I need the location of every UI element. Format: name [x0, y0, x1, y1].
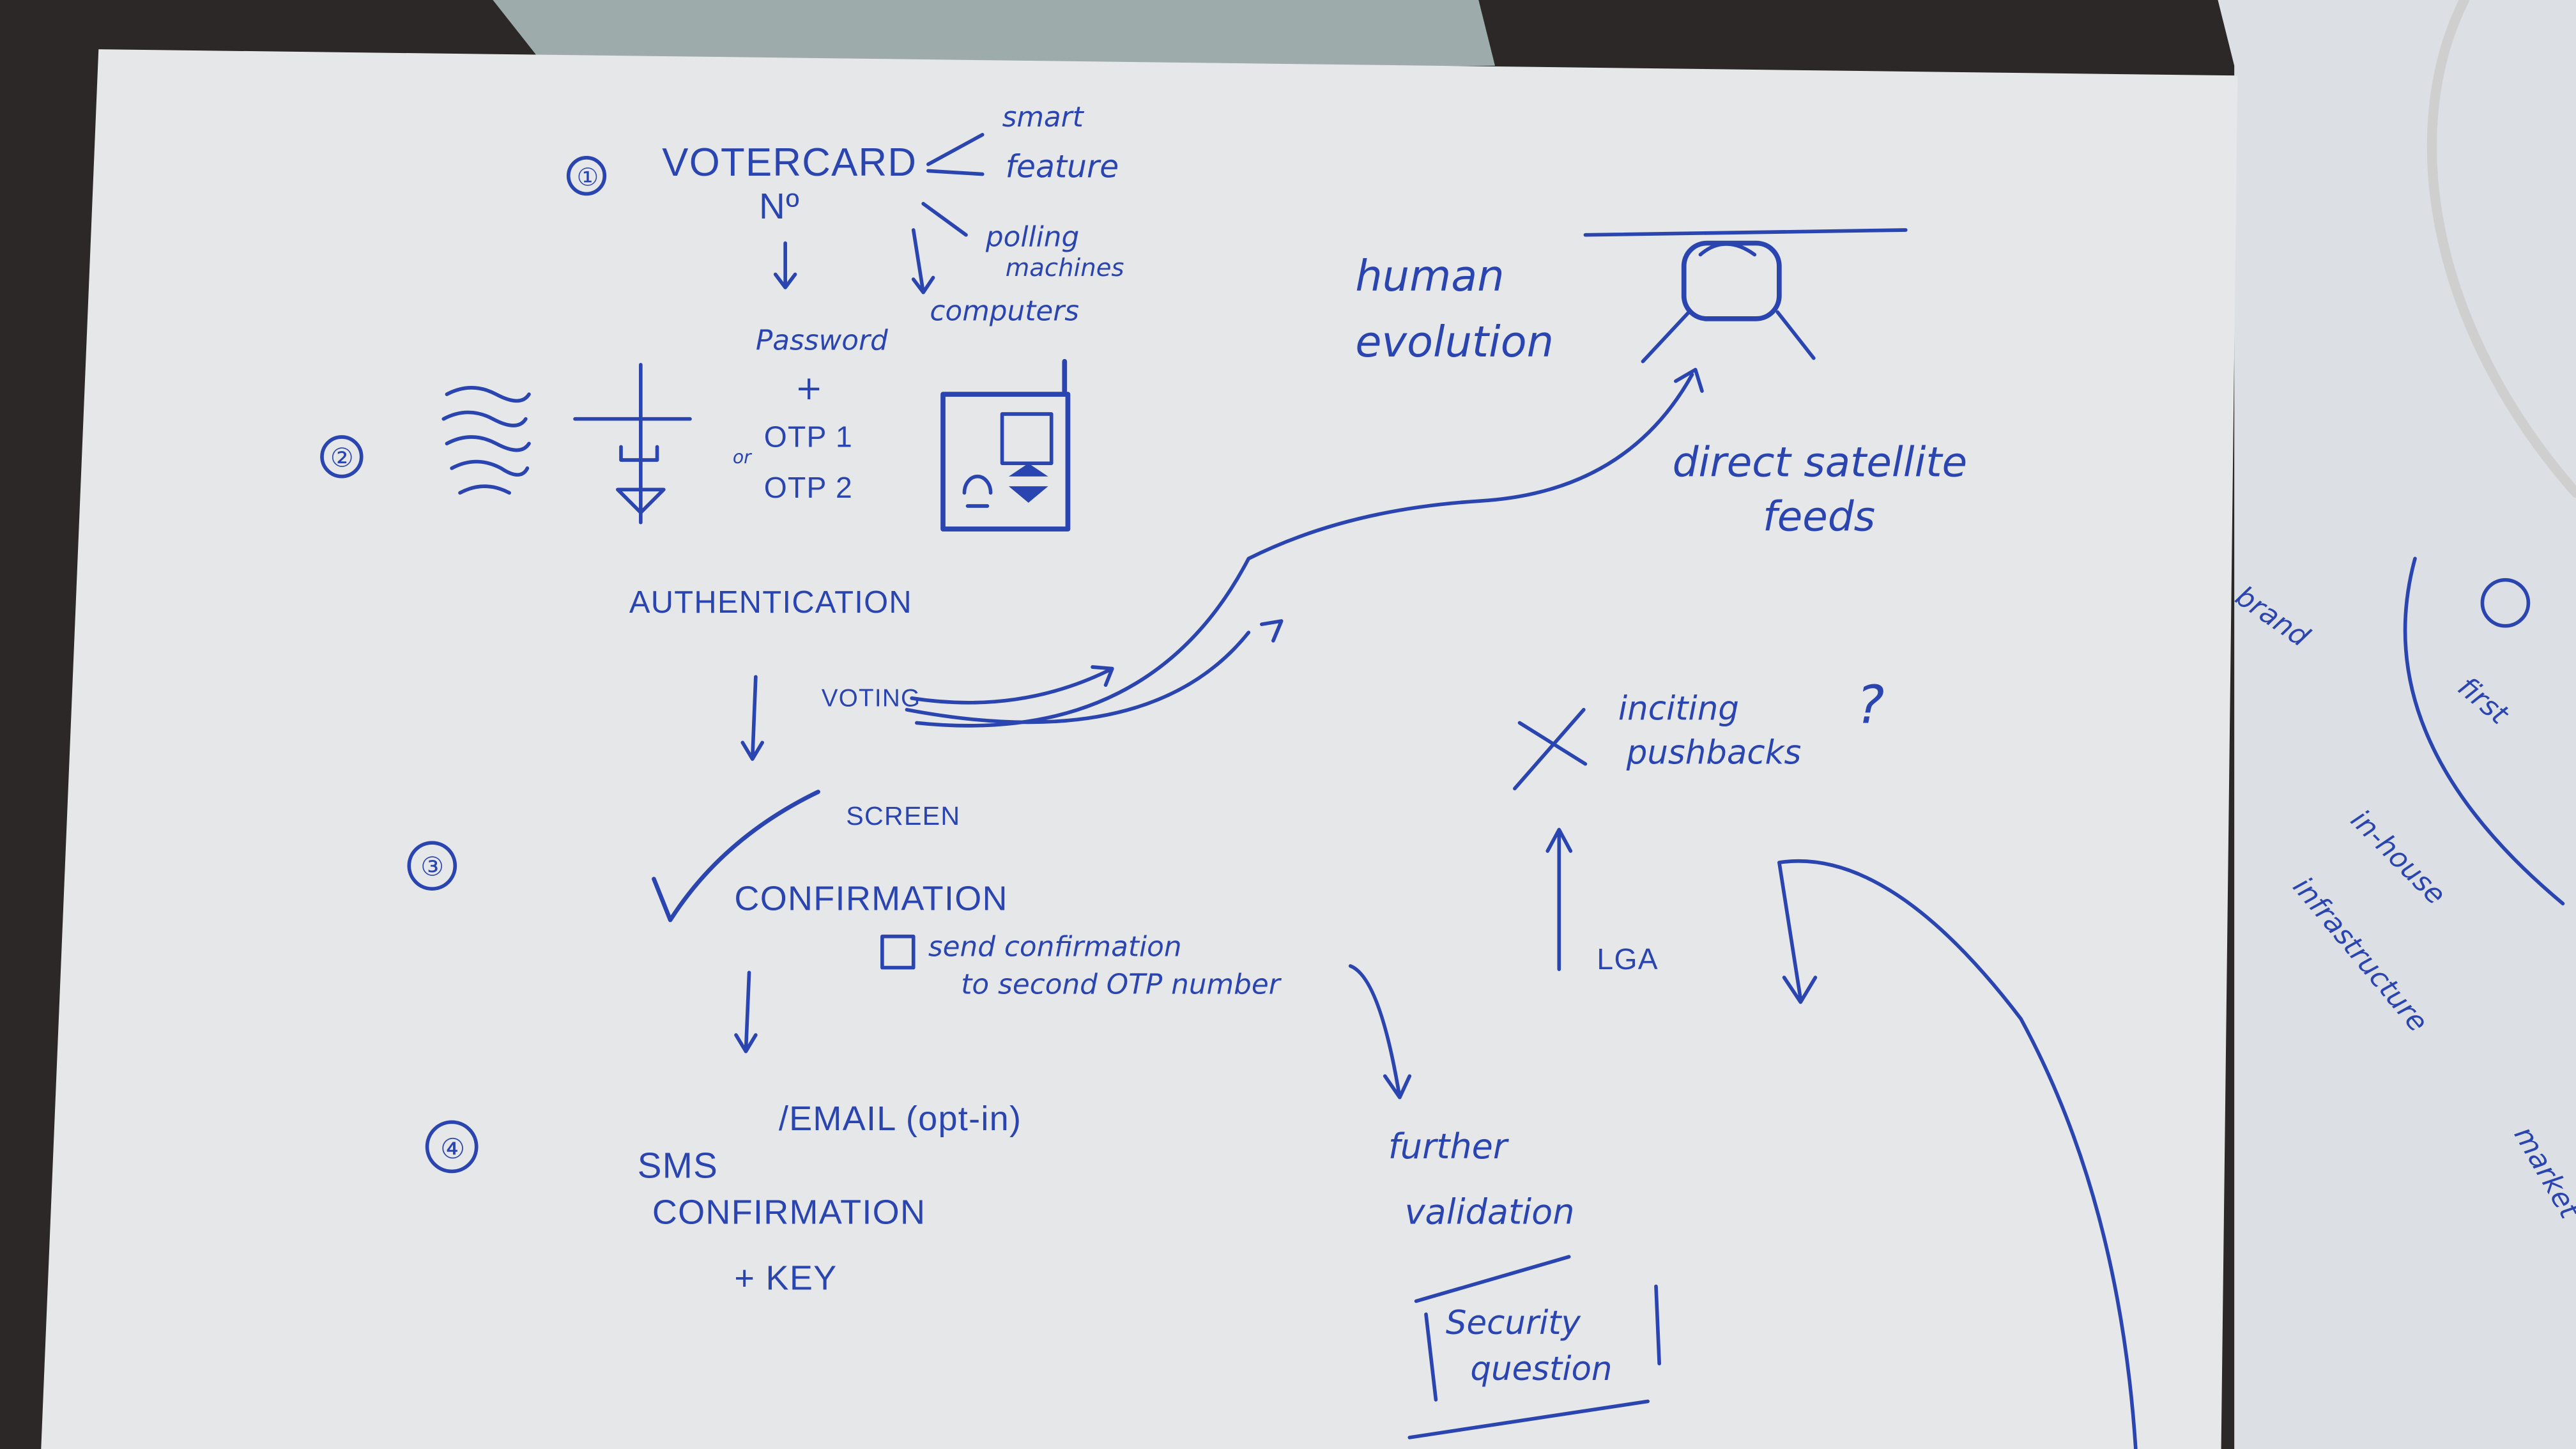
voting-arrow-short [910, 665, 1114, 705]
long-loop-arrow [1777, 859, 2138, 1449]
branch-computers: computers [930, 295, 1079, 327]
satellite-icon [1583, 228, 1908, 364]
sms-label: SMS [638, 1146, 718, 1186]
voter-card-label: VOTERCARD [662, 141, 917, 185]
arrow-to-further-validation [1348, 964, 1412, 1100]
second-otp-label: to second OTP number [961, 969, 1282, 1001]
voting-label: VOTING [822, 685, 921, 712]
feeds-label: feeds [1763, 493, 1875, 541]
further-label: further [1388, 1126, 1509, 1167]
cable [2426, 0, 2576, 498]
biometric-figure-icon [573, 363, 692, 525]
step-4-number: ④ [440, 1133, 466, 1165]
send-confirmation-label: send confirmation [928, 931, 1182, 963]
plus-sign: + [795, 369, 823, 408]
security-question-box [1407, 1255, 1661, 1439]
voter-card-number-label: Nº [759, 186, 800, 226]
step-2-circle [320, 435, 364, 479]
validation-label: validation [1405, 1192, 1575, 1232]
email-opt-in-label: /EMAIL (opt-in) [779, 1100, 1022, 1138]
step-1-circle [566, 156, 607, 196]
key-label: + KEY [734, 1259, 837, 1298]
human-label: human [1355, 251, 1504, 301]
branch-feature: feature [1006, 149, 1119, 185]
sms-confirmation-label: CONFIRMATION [652, 1193, 926, 1232]
down-arrow-step-4 [734, 970, 758, 1054]
cross-mark [1513, 708, 1588, 791]
fingerprint-icon [441, 386, 531, 495]
send-confirmation-checkbox[interactable] [880, 934, 916, 970]
step-3-circle [407, 841, 457, 891]
feature-phone-icon [940, 358, 1071, 532]
right-circled-x [2480, 578, 2531, 628]
up-arrow-lga [1545, 827, 1573, 971]
step-3-number: ③ [420, 852, 445, 882]
towel [493, 0, 1495, 69]
down-arrow-voting [740, 675, 764, 761]
step-4-circle [425, 1120, 479, 1174]
branch-smart: smart [1002, 101, 1085, 134]
paper-sheet [41, 49, 2238, 1449]
otp-2-label: OTP 2 [764, 471, 853, 504]
right-sheet-loop [2403, 556, 2565, 906]
direct-satellite-label: direct satellite [1673, 439, 1967, 487]
pushbacks-label: pushbacks [1626, 734, 1802, 772]
question-mark: ? [1857, 675, 1885, 735]
screen-label: SCREEN [846, 801, 960, 831]
authentication-label: AUTHENTICATION [629, 585, 912, 620]
or-label: or [733, 447, 753, 468]
password-label: Password [756, 325, 888, 357]
branch-polling: polling [985, 221, 1079, 254]
voting-arrow-to-satellite [915, 367, 1704, 728]
inciting-label: inciting [1618, 689, 1739, 728]
question-label: question [1470, 1350, 1612, 1388]
otp-1-label: OTP 1 [764, 420, 853, 453]
evolution-label: evolution [1355, 317, 1554, 367]
branch-arrows [773, 133, 985, 295]
branch-machines: machines [1006, 254, 1124, 282]
step-1-number: ① [577, 164, 600, 192]
security-label: Security [1446, 1304, 1581, 1342]
second-paper-sheet [2218, 0, 2576, 1449]
lga-label: LGA [1597, 942, 1658, 976]
confirmation-label: CONFIRMATION [734, 880, 1008, 918]
step-2-number: ② [330, 443, 355, 472]
voting-arrow-medium [905, 619, 1284, 724]
checkmark-icon [652, 790, 820, 923]
